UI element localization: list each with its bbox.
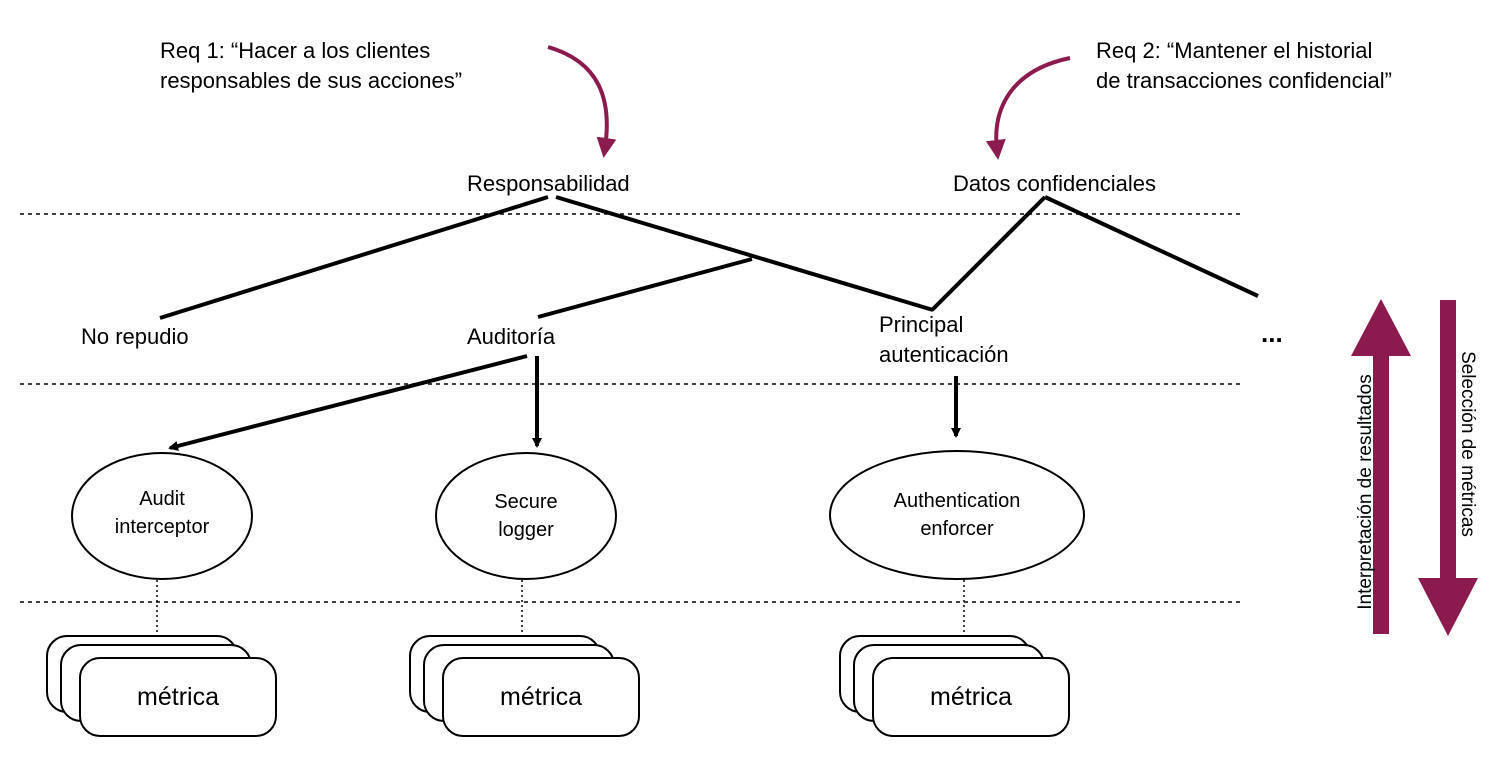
principle-principal-autenticacion: Principal autenticación — [879, 310, 1009, 370]
secure-logger-line1: Secure — [494, 491, 558, 513]
audit-interceptor-node — [71, 452, 253, 580]
principle-ellipsis: ... — [1261, 318, 1283, 348]
edge-datos-principal — [930, 195, 1047, 312]
auth-enforcer-label: Authentication enforcer — [832, 487, 1082, 543]
audit-interceptor-line2: interceptor — [114, 516, 210, 538]
metric-stack-3 — [839, 635, 1070, 737]
metric-label-3: métrica — [930, 683, 1012, 711]
up-arrow — [1351, 299, 1411, 634]
audit-interceptor-line1: Audit — [139, 488, 185, 510]
req1-line1: Req 1: “Hacer a los clientes — [160, 38, 431, 63]
edge-datos-ellipsis — [1044, 195, 1259, 298]
metric-label-1: métrica — [137, 683, 219, 711]
req1-line2: responsables de sus acciones” — [160, 68, 463, 93]
principal-line2: autenticación — [879, 342, 1009, 367]
concern-responsabilidad: Responsabilidad — [467, 171, 630, 196]
edge-responsabilidad-principal — [555, 195, 934, 312]
metric-stack-2 — [409, 635, 640, 737]
principal-line1: Principal — [879, 312, 964, 337]
concern-datos-confidenciales: Datos confidenciales — [953, 171, 1157, 196]
req2-line1: Req 2: “Mantener el historial — [1096, 38, 1373, 63]
up-arrow-label: Interpretación de resultados — [1355, 374, 1376, 610]
req1-curved-arrow — [547, 45, 617, 158]
secure-logger-node — [435, 452, 617, 580]
req2-curved-arrow — [985, 56, 1071, 160]
metric-stack-1 — [46, 635, 277, 737]
req2-text: Req 2: “Mantener el historial de transac… — [1096, 36, 1392, 96]
metric-label-2: métrica — [500, 683, 582, 711]
edge-responsabilidad-no-repudio — [159, 195, 549, 320]
down-arrow — [1418, 300, 1478, 636]
auth-enforcer-line1: Authentication — [893, 490, 1021, 512]
auth-enforcer-line2: enforcer — [920, 518, 994, 540]
req1-text: Req 1: “Hacer a los clientes responsable… — [160, 36, 462, 96]
principle-no-repudio: No repudio — [81, 324, 189, 349]
arrow-auditoria-audit-interceptor — [168, 354, 528, 451]
audit-interceptor-label: Audit interceptor — [72, 485, 252, 541]
principle-auditoria: Auditoría — [467, 324, 556, 349]
req2-line2: de transacciones confidencial” — [1096, 68, 1392, 93]
secure-logger-line2: logger — [498, 519, 554, 541]
edge-branch-auditoria — [537, 257, 753, 319]
auth-enforcer-node — [829, 450, 1085, 580]
down-arrow-label: Selección de métricas — [1457, 351, 1478, 537]
secure-logger-label: Secure logger — [436, 488, 616, 544]
